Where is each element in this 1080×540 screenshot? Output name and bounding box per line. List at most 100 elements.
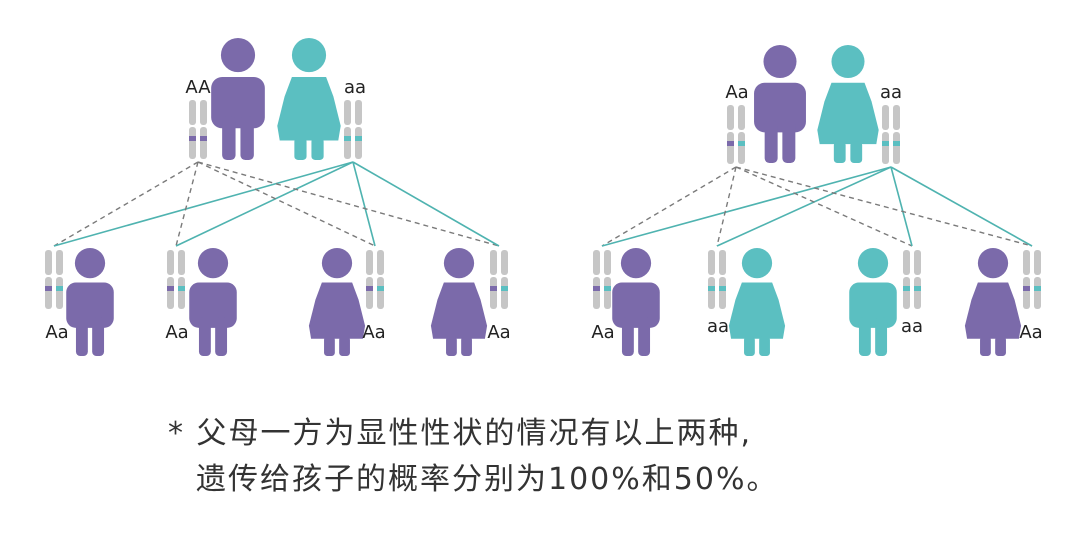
torso-icon — [211, 77, 265, 129]
chromosome-arm-icon — [882, 132, 889, 164]
caption-line-1: * 父母一方为显性性状的情况有以上两种, — [168, 416, 753, 451]
torso-icon — [66, 282, 114, 328]
father-line — [735, 166, 1033, 247]
father-line — [197, 161, 376, 247]
chromosome-arm-icon — [45, 250, 52, 275]
chromosome-arm-icon — [727, 105, 734, 130]
chromosome-arm-icon — [167, 250, 174, 275]
head-icon — [443, 248, 475, 279]
mother-chromosomes — [882, 105, 900, 164]
child-genotype-label: Aa — [591, 322, 614, 343]
chromosome-arm-icon — [604, 277, 611, 309]
mother-line — [890, 166, 1033, 247]
chromosome-arm-icon — [1023, 250, 1030, 275]
inheritance-lines — [53, 161, 1033, 247]
child-figure — [66, 248, 114, 356]
child-figure — [430, 248, 488, 356]
mother-figure — [817, 45, 879, 163]
chromosome-arm-icon — [604, 250, 611, 275]
gene-band-icon — [914, 286, 921, 291]
chromosome-arm-icon — [719, 250, 726, 275]
leg-icon — [461, 336, 472, 356]
gene-band-icon — [56, 286, 63, 291]
child-figure — [612, 248, 660, 356]
leg-icon — [198, 317, 211, 356]
father-chromosomes — [189, 100, 207, 159]
child-chromosomes — [490, 250, 508, 309]
head-icon — [220, 38, 256, 73]
child-chromosomes — [45, 250, 63, 309]
child-chromosomes — [1023, 250, 1041, 309]
leg-icon — [759, 336, 770, 356]
chromosome-arm-icon — [56, 277, 63, 309]
mother-line — [175, 161, 354, 247]
chromosome-arm-icon — [344, 100, 351, 125]
gene-band-icon — [366, 286, 373, 291]
head-icon — [321, 248, 353, 279]
chromosome-arm-icon — [377, 250, 384, 275]
torso-icon — [754, 82, 806, 133]
torso-icon — [189, 282, 237, 328]
gene-band-icon — [708, 286, 715, 291]
head-icon — [74, 248, 106, 279]
chromosome-arm-icon — [344, 127, 351, 159]
leg-icon — [744, 336, 755, 356]
head-icon — [831, 45, 865, 79]
gene-band-icon — [719, 286, 726, 291]
head-icon — [291, 38, 327, 73]
gene-band-icon — [1023, 286, 1030, 291]
mother-line — [890, 166, 913, 247]
chromosome-arm-icon — [366, 250, 373, 275]
leg-icon — [638, 317, 651, 356]
mother-chromosomes — [344, 100, 362, 159]
leg-icon — [92, 317, 105, 356]
chromosome-arm-icon — [200, 100, 207, 125]
gene-band-icon — [200, 136, 207, 141]
head-icon — [857, 248, 889, 279]
leg-icon — [446, 336, 457, 356]
child-chromosomes — [167, 250, 185, 309]
dress-icon — [817, 82, 879, 145]
chromosome-arm-icon — [178, 277, 185, 309]
father-figure — [754, 45, 806, 163]
head-icon — [977, 248, 1009, 279]
chromosome-arm-icon — [593, 250, 600, 275]
chromosome-arm-icon — [738, 105, 745, 130]
torso-icon — [612, 282, 660, 328]
gene-band-icon — [738, 141, 745, 146]
gene-band-icon — [501, 286, 508, 291]
chromosome-arm-icon — [1034, 277, 1041, 309]
gene-band-icon — [355, 136, 362, 141]
child-chromosomes — [903, 250, 921, 309]
chromosome-arm-icon — [893, 105, 900, 130]
chromosome-arm-icon — [178, 250, 185, 275]
child-figure — [728, 248, 786, 356]
chromosome-arm-icon — [490, 250, 497, 275]
chromosome-arm-icon — [719, 277, 726, 309]
father-line — [716, 166, 737, 247]
mother-line — [716, 166, 892, 247]
mother-genotype-label: aa — [880, 82, 902, 103]
child-figure — [849, 248, 897, 356]
chromosome-arm-icon — [189, 100, 196, 125]
chromosome-arm-icon — [56, 250, 63, 275]
chromosome-arm-icon — [738, 132, 745, 164]
father-figure — [211, 38, 265, 160]
chromosome-arm-icon — [1023, 277, 1030, 309]
mother-line — [352, 161, 500, 247]
leg-icon — [339, 336, 350, 356]
gene-band-icon — [903, 286, 910, 291]
gene-band-icon — [1034, 286, 1041, 291]
gene-band-icon — [882, 141, 889, 146]
gene-band-icon — [604, 286, 611, 291]
chromosome-arm-icon — [914, 250, 921, 275]
father-genotype-label: Aa — [725, 82, 748, 103]
chromosome-arm-icon — [355, 127, 362, 159]
dress-icon — [308, 282, 366, 339]
gene-band-icon — [167, 286, 174, 291]
gene-band-icon — [189, 136, 196, 141]
gene-band-icon — [593, 286, 600, 291]
child-figure — [308, 248, 366, 356]
leg-icon — [764, 120, 778, 163]
